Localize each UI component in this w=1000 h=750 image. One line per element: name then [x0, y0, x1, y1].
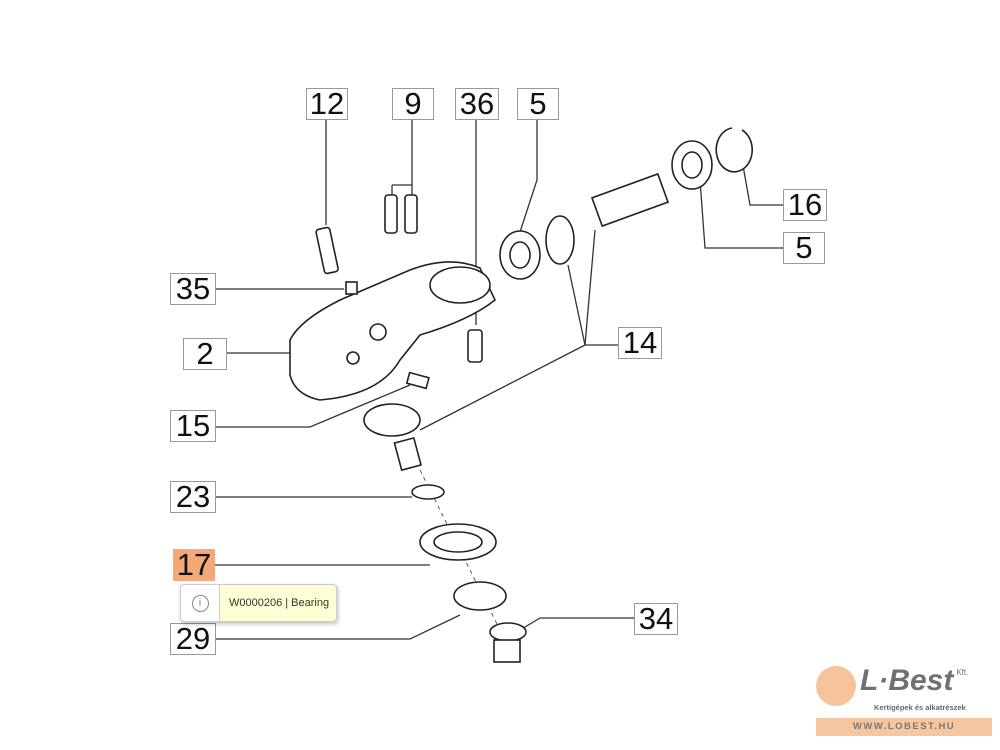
info-icon: i — [181, 585, 220, 621]
callout-5-top[interactable]: 5 — [517, 88, 559, 120]
lobest-logo: L·Best Kft. Kertigépek és alkatrészek WW… — [812, 664, 992, 742]
callout-9[interactable]: 9 — [392, 88, 434, 120]
callout-35[interactable]: 35 — [170, 273, 216, 305]
callout-2[interactable]: 2 — [183, 338, 227, 370]
callout-36[interactable]: 36 — [455, 88, 499, 120]
logo-brand: L·Best — [860, 664, 954, 697]
callout-29[interactable]: 29 — [170, 623, 216, 655]
callout-34[interactable]: 34 — [634, 603, 678, 635]
callout-14[interactable]: 14 — [618, 327, 662, 359]
tooltip-text: W0000206 | Bearing — [229, 597, 330, 609]
logo-mark-icon — [816, 666, 856, 706]
callout-17-highlighted[interactable]: 17 — [173, 549, 215, 581]
logo-brand-row: L·Best Kft. — [860, 664, 968, 700]
logo-url: WWW.LOBEST.HU — [816, 718, 992, 736]
logo-suffix: Kft. — [956, 668, 969, 677]
callout-12[interactable]: 12 — [306, 88, 348, 120]
logo-tagline: Kertigépek és alkatrészek — [874, 703, 966, 712]
part-tooltip: i W0000206 | Bearing — [180, 584, 337, 622]
callout-15[interactable]: 15 — [170, 410, 216, 442]
callout-16[interactable]: 16 — [783, 189, 827, 221]
callout-5-right[interactable]: 5 — [783, 232, 825, 264]
callout-23[interactable]: 23 — [170, 481, 216, 513]
